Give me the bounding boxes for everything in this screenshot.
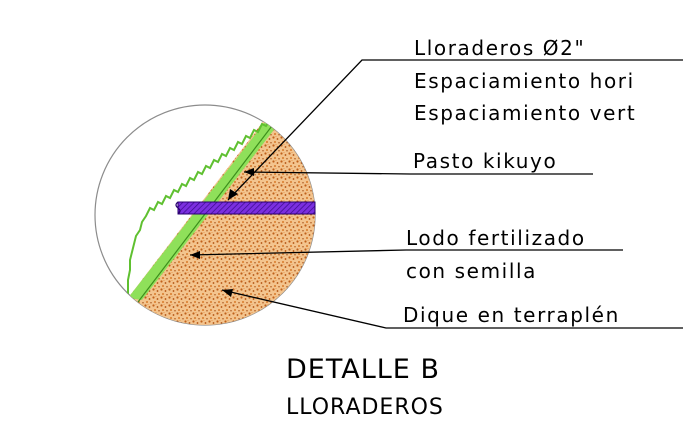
detail-title: DETALLE B — [286, 354, 440, 385]
label-dike: Dique en terraplén — [403, 303, 620, 327]
pipe-end-cut — [175, 201, 181, 215]
leader-arrowheads — [190, 168, 254, 297]
leader-weep-hole — [227, 59, 683, 201]
detail-subtitle: LLORADEROS — [286, 395, 444, 420]
weep-hole-pipe — [177, 201, 316, 215]
label-mud-line2: con semilla — [406, 259, 537, 283]
label-grass: Pasto kikuyo — [413, 149, 557, 173]
dike-soil-fill — [128, 110, 315, 325]
arrow-dike — [222, 289, 233, 297]
leader-grass — [243, 171, 593, 175]
leader-mud — [189, 249, 623, 256]
leader-dike — [221, 289, 683, 329]
arrow-grass — [244, 168, 254, 176]
label-mud-line1: Lodo fertilizado — [406, 226, 586, 250]
label-spacing-horizontal: Espaciamiento hori — [414, 69, 635, 93]
label-spacing-vertical: Espaciamiento vert — [414, 101, 636, 125]
arrow-mud — [190, 251, 200, 259]
arrow-weep-hole — [228, 189, 238, 200]
leader-lines — [189, 59, 683, 329]
grass-blades — [127, 119, 271, 296]
label-weep-hole: Lloraderos Ø2" — [414, 36, 585, 60]
